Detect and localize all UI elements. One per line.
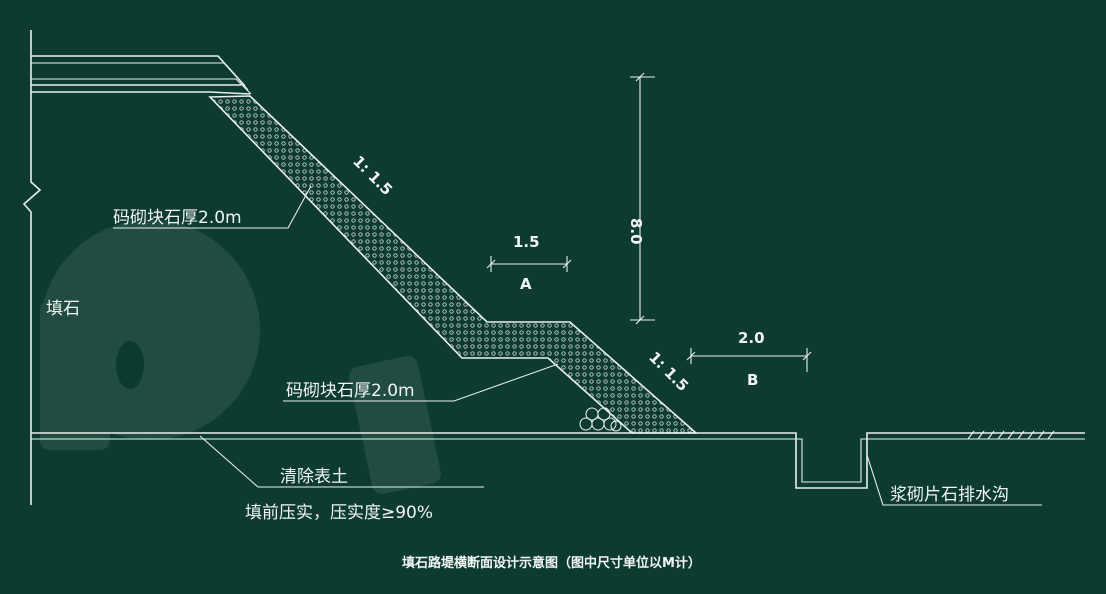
clear-topsoil-label: 清除表土 (280, 467, 348, 487)
compaction-label: 填前压实，压实度≥90% (245, 503, 433, 523)
height-label: 8.0 (627, 218, 645, 245)
berm-width-label: 1.5 (513, 233, 540, 251)
ditch-label: 浆砌片石排水沟 (890, 485, 1009, 505)
height-dimension (630, 72, 655, 325)
ground-line-inner (31, 438, 1085, 483)
platform-dimension (686, 348, 812, 372)
toe-stone-pile (579, 407, 622, 432)
fill-label: 填石 (46, 299, 80, 319)
pavement-layers (31, 55, 252, 95)
berm-dimension (486, 256, 572, 272)
slope-lower-label: 1: 1.5 (645, 348, 692, 395)
leader-masonry-lower (283, 363, 559, 402)
leader-ditch (866, 454, 1042, 506)
left-boundary-line (22, 30, 42, 505)
leader-masonry-upper (113, 185, 312, 229)
ground-line (31, 432, 1085, 489)
diagram-caption: 填石路堤横断面设计示意图（图中尺寸单位以M计） (402, 555, 701, 571)
leader-clear-topsoil (199, 435, 484, 488)
platform-name-label: B (747, 371, 758, 389)
grass-hatch (967, 430, 1055, 440)
masonry-stone-facing (208, 95, 699, 434)
platform-width-label: 2.0 (738, 329, 765, 347)
masonry-upper-label: 码砌块石厚2.0m (113, 208, 242, 228)
berm-name-label: A (520, 275, 532, 293)
slope-upper-label: 1: 1.5 (349, 152, 396, 199)
masonry-lower-label: 码砌块石厚2.0m (286, 381, 415, 401)
mascot-watermark (40, 220, 441, 494)
